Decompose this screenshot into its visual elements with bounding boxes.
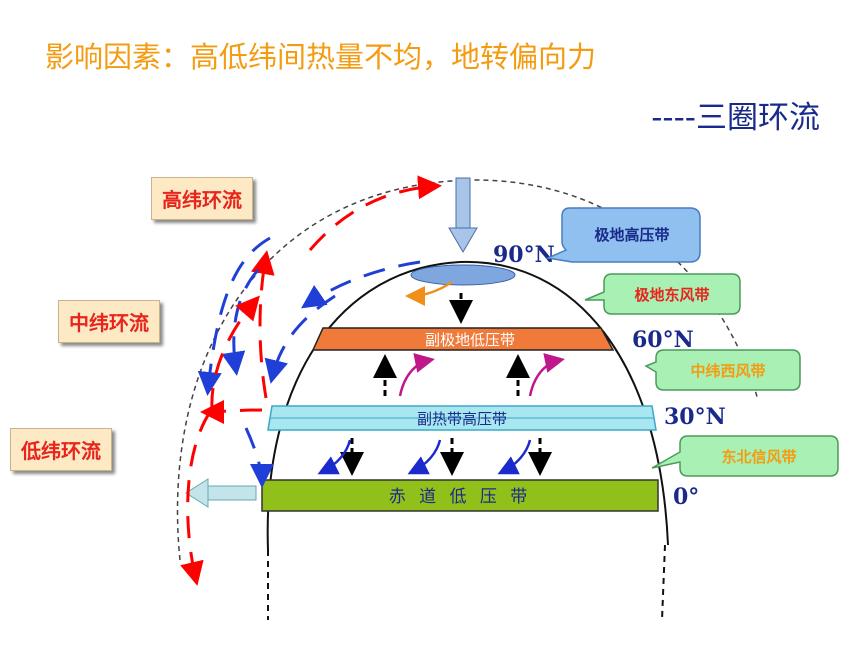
latitude-90n: 90°N (493, 242, 555, 268)
subpolar-low-belt (311, 327, 615, 351)
westerly-arrow-1 (398, 353, 435, 397)
equatorial-outflow-arrow (185, 478, 257, 508)
subtropical-high-label: 副热带高压带 (417, 410, 507, 428)
westerlies-callout-text: 中纬西风带 (690, 362, 765, 380)
descending-air-arrow (448, 177, 478, 253)
subpolar-low-label: 副极地低压带 (425, 331, 515, 349)
equatorial-low-belt (261, 479, 659, 512)
ne-trades-callout-text: 东北信风带 (721, 448, 796, 466)
low-latitude-cell-label: 低纬环流 (10, 428, 112, 471)
trade-wind-arrow-1 (317, 439, 352, 475)
westerlies-callout: 中纬西风带 (644, 349, 801, 391)
polar-high-callout-text: 极地高压带 (594, 226, 669, 244)
high-latitude-cell-label: 高纬环流 (151, 177, 253, 220)
low-latitude-cell-arrows (180, 295, 274, 586)
high-latitude-cell-arrows (301, 175, 442, 309)
vertical-air-arrows (340, 293, 552, 476)
polar-easterlies-callout-text: 极地东风带 (634, 286, 709, 304)
polar-high-ellipse (410, 264, 516, 286)
latitude-60n: 60°N (632, 327, 694, 353)
trade-wind-arrow-2 (407, 439, 442, 475)
page-subtitle: ----三圈环流 (651, 100, 820, 136)
polar-easterlies-callout: 极地东风带 (584, 273, 741, 315)
page-title: 影响因素：高低纬间热量不均，地转偏向力 (45, 40, 597, 74)
trade-wind-arrow-3 (497, 439, 532, 475)
mid-latitude-cell-label: 中纬环流 (58, 300, 160, 343)
latitude-0: 0° (673, 484, 699, 510)
equatorial-low-label: 赤 道 低 压 带 (389, 487, 532, 507)
latitude-30n: 30°N (664, 404, 726, 430)
polar-easterly-arrow (405, 280, 453, 306)
mid-latitude-cell-arrows (197, 236, 336, 399)
ne-trades-callout: 东北信风带 (651, 435, 839, 477)
polar-high-callout: 极地高压带 (545, 207, 701, 263)
westerly-arrow-2 (528, 353, 565, 397)
